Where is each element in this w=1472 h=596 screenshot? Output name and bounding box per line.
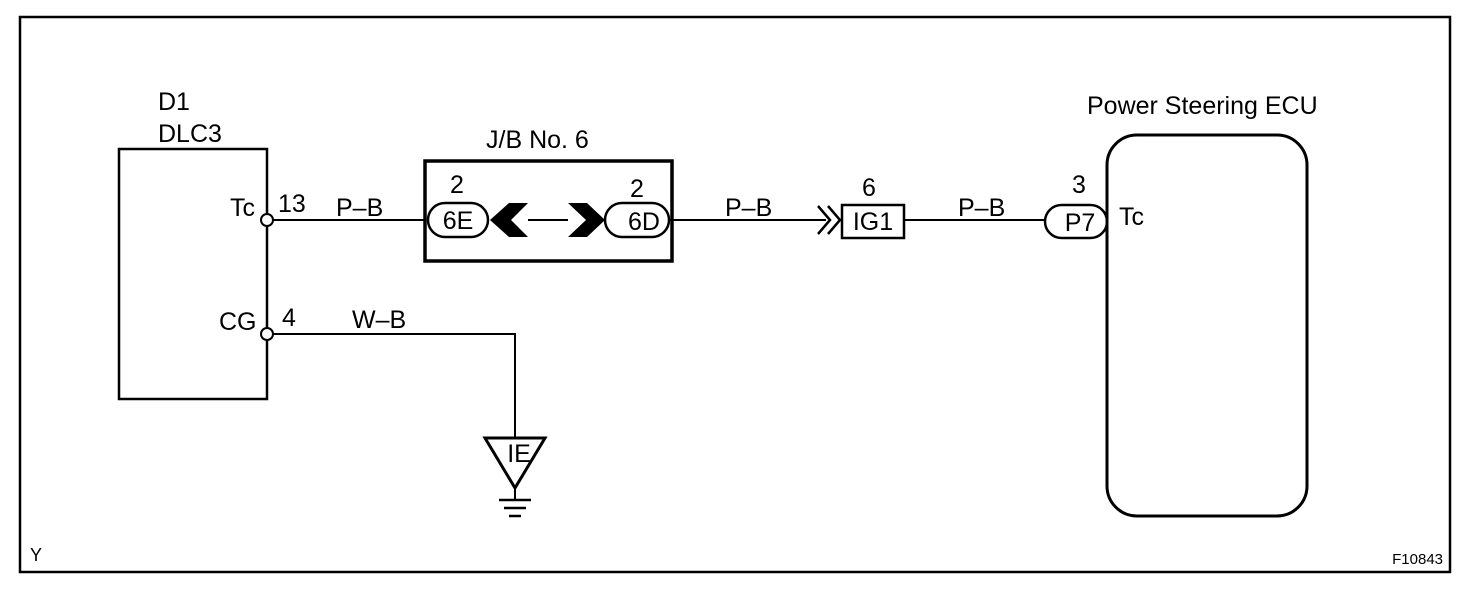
dlc3-name-label: DLC3 [158, 120, 222, 148]
ecu-tc-pin-name: Tc [1119, 203, 1144, 231]
ig1-connector [840, 203, 906, 240]
ground-point-ie: IE [482, 436, 548, 518]
dlc3-connector: D1 DLC3 Tc CG 13 4 [117, 88, 306, 401]
p7-connector-label: P7 [1065, 209, 1096, 237]
ig1-inline-connector-icon-2 [827, 205, 842, 235]
junction-block-label: J/B No. 6 [486, 126, 589, 154]
dlc3-tc-terminal [260, 213, 274, 227]
power-steering-ecu-label: Power Steering ECU [1087, 92, 1318, 120]
wire-tc-to-jb-color: P–B [336, 194, 383, 222]
junction-block-box [423, 159, 674, 263]
jb-connector-6e [426, 201, 490, 239]
dlc3-box [117, 147, 269, 401]
jb-out-pin-number: 2 [630, 175, 644, 203]
ig1-connector-label: IG1 [853, 208, 893, 236]
dlc3-cg-pin-name: CG [219, 308, 257, 336]
dlc3-cg-terminal [260, 327, 274, 341]
dlc3-tc-pin-number: 13 [278, 190, 306, 218]
jb-connector-6d-label: 6D [628, 208, 660, 236]
jb-in-pin-number: 2 [450, 171, 464, 199]
dlc3-id-label: D1 [158, 88, 190, 116]
p7-pin-number: 3 [1072, 171, 1086, 199]
dlc3-cg-pin-number: 4 [282, 304, 296, 332]
wire-cg-to-ground-color: W–B [352, 306, 406, 334]
jb-left-chevron-icon [490, 203, 528, 237]
corner-mark: Y [30, 545, 42, 565]
ground-triangle-icon [482, 436, 548, 491]
figure-code: F10843 [1392, 551, 1443, 568]
diagram-frame [18, 15, 1452, 574]
power-steering-ecu: Power Steering ECU Tc [1087, 92, 1318, 518]
wire-jb-to-ig1-color: P–B [725, 194, 772, 222]
jb-connector-6e-label: 6E [443, 207, 474, 235]
ig1-pin-number: 6 [862, 174, 876, 202]
ig1-inline-connector-icon [817, 205, 832, 235]
junction-block: J/B No. 6 2 2 6E 6D [423, 126, 674, 263]
dlc3-tc-pin-name: Tc [230, 194, 255, 222]
power-steering-ecu-box [1105, 133, 1309, 518]
jb-right-chevron-icon [568, 203, 605, 237]
ground-point-label: IE [507, 440, 531, 468]
wire-ig1-to-ecu-color: P–B [958, 194, 1005, 222]
wire-cg-to-ground [273, 333, 516, 438]
